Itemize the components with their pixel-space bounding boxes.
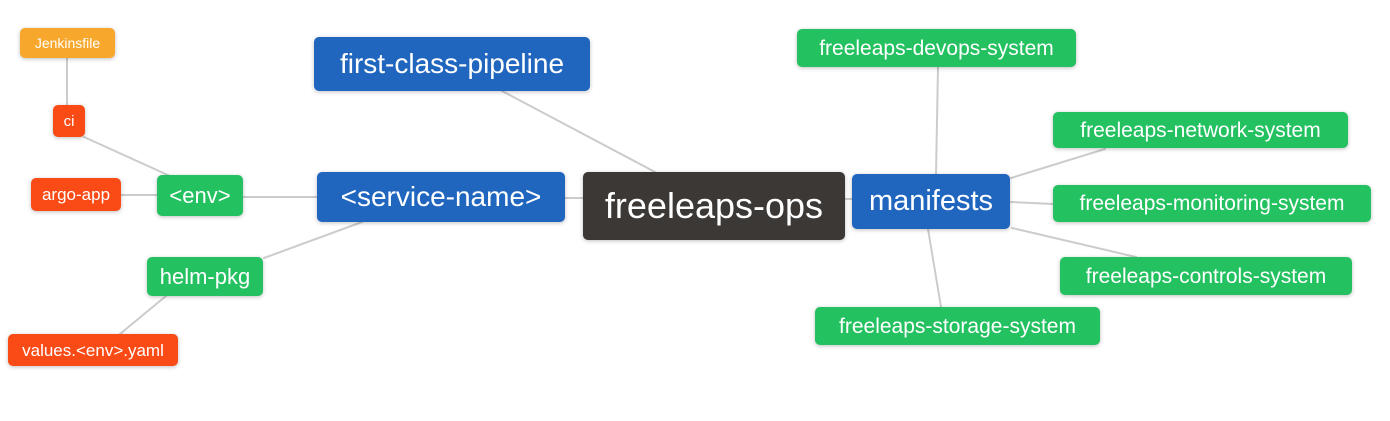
node-first-class-pipeline[interactable]: first-class-pipeline — [314, 37, 590, 91]
node-service-name[interactable]: <service-name> — [317, 172, 565, 222]
edge-manifests-to-freeleaps-devops-system — [935, 66, 939, 176]
node-jenkinsfile[interactable]: Jenkinsfile — [20, 28, 115, 58]
node-freeleaps-monitoring-system[interactable]: freeleaps-monitoring-system — [1053, 185, 1371, 222]
node-env[interactable]: <env> — [157, 175, 243, 216]
node-argo-app[interactable]: argo-app — [31, 178, 121, 211]
edge-manifests-to-freeleaps-network-system — [1010, 148, 1106, 179]
edge-helm-pkg-to-service-name — [263, 221, 363, 259]
node-freeleaps-storage-system[interactable]: freeleaps-storage-system — [815, 307, 1100, 345]
edge-values-env-yaml-to-helm-pkg — [119, 295, 167, 335]
node-freeleaps-devops-system[interactable]: freeleaps-devops-system — [797, 29, 1076, 67]
node-values-env-yaml[interactable]: values.<env>.yaml — [8, 334, 178, 366]
node-ci[interactable]: ci — [53, 105, 85, 137]
edge-manifests-to-freeleaps-monitoring-system — [1010, 201, 1054, 205]
node-freeleaps-controls-system[interactable]: freeleaps-controls-system — [1060, 257, 1352, 295]
edge-ci-to-env — [83, 136, 171, 177]
edge-manifests-to-freeleaps-storage-system — [927, 228, 942, 308]
edge-first-class-pipeline-to-freeleaps-ops — [501, 90, 656, 173]
node-freeleaps-ops-root[interactable]: freeleaps-ops — [583, 172, 845, 240]
node-freeleaps-network-system[interactable]: freeleaps-network-system — [1053, 112, 1348, 148]
edge-manifests-to-freeleaps-controls-system — [1011, 227, 1137, 258]
node-helm-pkg[interactable]: helm-pkg — [147, 257, 263, 296]
node-manifests[interactable]: manifests — [852, 174, 1010, 229]
